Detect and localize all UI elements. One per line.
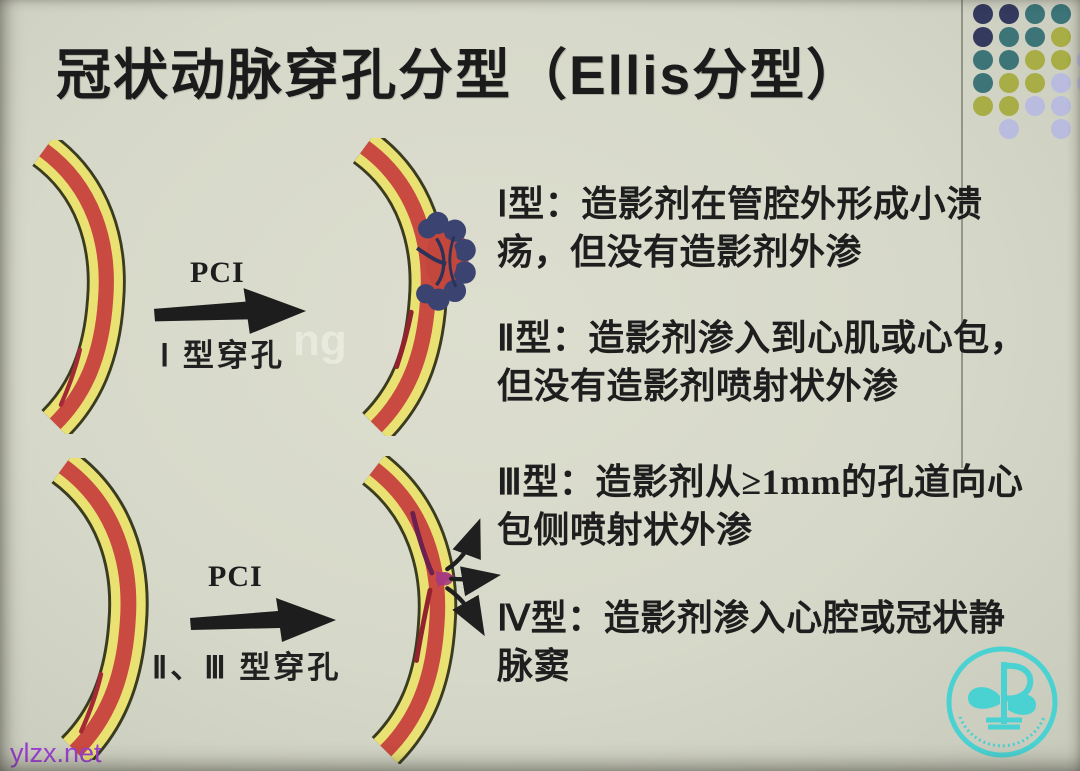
logo-bars — [986, 717, 1022, 730]
decoration-dot — [1051, 73, 1071, 93]
dissection-streak — [410, 510, 435, 576]
vessel-lumen — [39, 144, 114, 430]
decoration-dot — [1051, 96, 1071, 116]
pci-label: PCI — [190, 256, 245, 289]
artery-diagram-normal-2 — [50, 458, 149, 760]
logo-p-loop — [1003, 662, 1034, 702]
type-3-description: Ⅲ型：造影剂从≥1mm的孔道向心 包侧喷射状外渗 — [497, 462, 1024, 550]
logo-wings — [968, 687, 1036, 715]
faint-watermark: ng — [293, 316, 347, 365]
lumen-streak — [414, 587, 433, 663]
decoration-dot — [999, 119, 1019, 139]
hospital-logo — [946, 646, 1058, 758]
site-watermark: ylzx.net — [10, 738, 102, 768]
artery-diagram-type1-perforation — [352, 138, 476, 436]
decoration-dot — [1025, 4, 1045, 24]
decoration-dot — [1077, 73, 1080, 93]
artery-diagram-normal-1 — [31, 140, 126, 434]
type-1-description: Ⅰ型：造影剂在管腔外形成小溃 疡，但没有造影剂外渗 — [497, 184, 983, 272]
decoration-dot — [999, 96, 1019, 116]
right-arrow-icon — [153, 288, 307, 334]
dots-decoration — [973, 4, 1080, 142]
lumen-streak — [394, 309, 414, 370]
decoration-dot — [999, 4, 1019, 24]
decoration-dot — [1025, 96, 1045, 116]
decoration-dot — [1051, 119, 1071, 139]
decoration-dot — [1025, 73, 1045, 93]
decoration-dot — [999, 73, 1019, 93]
perforation-type-caption: Ⅱ、Ⅲ 型穿孔 — [152, 650, 342, 685]
decoration-dot — [1051, 50, 1071, 70]
perforation-blob — [415, 211, 476, 311]
decoration-dot — [1051, 4, 1071, 24]
extravasation-spray-arrows — [445, 518, 501, 637]
type-4-description: Ⅳ型：造影剂渗入心腔或冠状静 脉窦 — [497, 598, 1006, 686]
right-arrow-icon — [190, 598, 336, 642]
lumen-streak — [79, 671, 104, 734]
decoration-dot — [1025, 50, 1045, 70]
decoration-dot — [999, 27, 1019, 47]
vessel-lumen — [58, 460, 137, 757]
lumen-streak — [58, 347, 83, 407]
artery-diagram-type2-3-perforation — [361, 456, 501, 764]
decoration-dot — [973, 4, 993, 24]
decoration-dot — [973, 96, 993, 116]
decoration-dot — [1025, 27, 1045, 47]
decoration-dot — [999, 50, 1019, 70]
decoration-dot — [973, 73, 993, 93]
decoration-dot — [1051, 27, 1071, 47]
divider-line — [961, 0, 963, 468]
slide-title: 冠状动脉穿孔分型（Ellis分型） — [56, 44, 864, 106]
type-2-description: Ⅱ型：造影剂渗入到心肌或心包， 但没有造影剂喷射状外渗 — [497, 318, 1027, 406]
vessel-lumen — [369, 462, 446, 757]
perforation-type-caption: Ⅰ 型穿孔 — [160, 338, 285, 373]
decoration-dot — [973, 50, 993, 70]
rupture-site — [435, 571, 456, 588]
decoration-dot — [973, 27, 993, 47]
pci-label: PCI — [208, 560, 263, 593]
logo-ring — [946, 646, 1058, 758]
decoration-dot — [1077, 50, 1080, 70]
